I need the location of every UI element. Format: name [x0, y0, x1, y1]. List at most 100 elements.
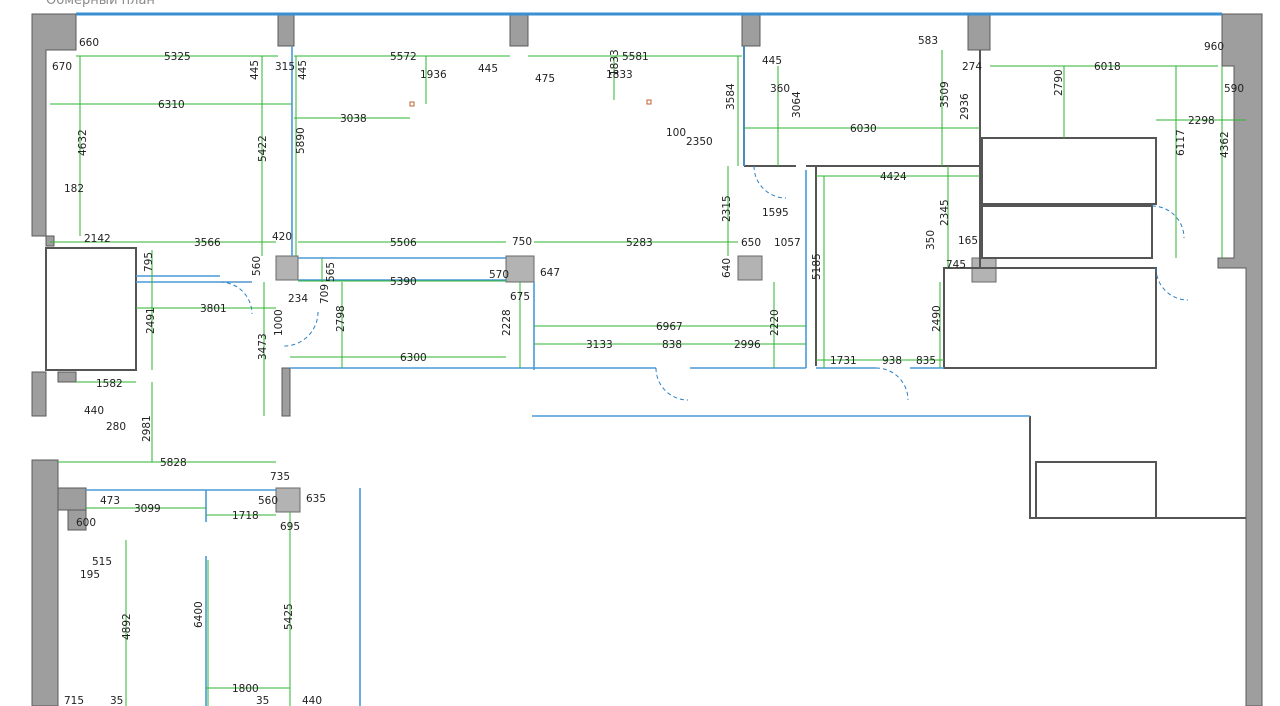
dimension-labels-horizontal: 660 670 5325 6310 5572 315 445 1936 475 …	[52, 35, 1244, 706]
dim-label-v: 2798	[335, 305, 347, 332]
door-6	[1151, 205, 1185, 239]
dim-label: 5828	[160, 457, 187, 469]
column-4	[971, 257, 997, 283]
dim-label: 165	[958, 235, 978, 247]
dim-label: 5325	[164, 51, 191, 63]
dim-label-v: 2220	[769, 309, 781, 336]
dimension-labels-vertical: 445 445 4632 5422 5890 1833 3584 3064 35…	[77, 49, 1231, 640]
wall-piece-top-3	[741, 13, 761, 47]
wall-stub-left-top	[45, 235, 55, 247]
dim-label: 445	[762, 55, 782, 67]
dim-label: 440	[84, 405, 104, 417]
marker-2	[646, 99, 652, 105]
dim-label-v: 5890	[295, 127, 307, 154]
column-2	[505, 255, 535, 283]
dim-label-v: 445	[249, 60, 261, 80]
dim-label: 274	[962, 61, 982, 73]
dim-label-v: 2790	[1053, 69, 1065, 96]
glazing	[76, 12, 1222, 706]
dim-label-v: 1000	[273, 309, 285, 336]
dim-label: 750	[512, 236, 532, 248]
dim-label-v: 4362	[1219, 131, 1231, 158]
dim-label: 938	[882, 355, 902, 367]
dim-label: 182	[64, 183, 84, 195]
dim-label-v: 709	[319, 284, 331, 304]
wall-stub-mid	[281, 367, 291, 417]
room-right-lower-small	[1035, 461, 1157, 519]
dim-label: 735	[270, 471, 290, 483]
column-1	[275, 255, 299, 281]
dim-label: 715	[64, 695, 84, 706]
dim-label: 5581	[622, 51, 649, 63]
dim-label: 234	[288, 293, 308, 305]
dim-label: 835	[916, 355, 936, 367]
dim-label: 3801	[200, 303, 227, 315]
dim-label: 1057	[774, 237, 801, 249]
wall-stub-bottom-left-2	[67, 509, 87, 531]
dimension-lines	[50, 50, 1246, 706]
dim-label: 1582	[96, 378, 123, 390]
dim-label: 195	[80, 569, 100, 581]
dim-label: 1833	[606, 69, 633, 81]
dim-label: 6018	[1094, 61, 1121, 73]
dim-label: 35	[256, 695, 269, 706]
dim-label: 445	[478, 63, 498, 75]
wall-left-upper	[31, 13, 77, 237]
dim-label-v: 2345	[939, 199, 951, 226]
dim-label-v: 565	[325, 262, 337, 282]
dim-label: 838	[662, 339, 682, 351]
dim-label: 5283	[626, 237, 653, 249]
dim-label-v: 795	[143, 252, 155, 272]
dim-label: 1731	[830, 355, 857, 367]
dim-label: 3099	[134, 503, 161, 515]
room-right-3	[943, 267, 1157, 369]
dim-label: 3566	[194, 237, 221, 249]
room-left-small	[45, 247, 137, 371]
doors	[219, 165, 1189, 401]
wall-piece-top-4	[967, 13, 991, 51]
dim-label-v: 1833	[609, 49, 621, 76]
dim-label: 280	[106, 421, 126, 433]
dim-label-v: 4632	[77, 129, 89, 156]
dim-label-v: 2981	[141, 415, 153, 442]
dim-label-v: 2490	[931, 305, 943, 332]
column-3	[737, 255, 763, 281]
door-5	[753, 165, 787, 199]
dim-label: 315	[275, 61, 295, 73]
dim-label: 650	[741, 237, 761, 249]
dim-label: 6967	[656, 321, 683, 333]
wall-right	[1217, 13, 1263, 706]
dim-label: 6300	[400, 352, 427, 364]
room-right-2	[981, 205, 1153, 259]
column-5	[275, 487, 301, 513]
dim-label: 4424	[880, 171, 907, 183]
dim-label: 440	[302, 695, 322, 706]
marker-1	[409, 101, 415, 107]
dim-label-v: 6117	[1175, 129, 1187, 156]
dim-label: 3133	[586, 339, 613, 351]
dim-label: 515	[92, 556, 112, 568]
dim-label-v: 5422	[257, 135, 269, 162]
dim-label: 1800	[232, 683, 259, 695]
dim-label-v: 560	[251, 256, 263, 276]
dim-label-v: 2315	[721, 195, 733, 222]
dim-label: 100	[666, 127, 686, 139]
columns	[275, 255, 997, 513]
dim-label: 420	[272, 231, 292, 243]
dim-label: 600	[76, 517, 96, 529]
dim-label-v: 2228	[501, 309, 513, 336]
dim-label: 35	[110, 695, 123, 706]
dim-label-v: 3064	[791, 91, 803, 118]
dim-label: 695	[280, 521, 300, 533]
wall-left-lower	[31, 459, 59, 706]
dim-label: 670	[52, 61, 72, 73]
dim-label: 583	[918, 35, 938, 47]
dim-label-v: 2936	[959, 93, 971, 120]
dim-label: 5506	[390, 237, 417, 249]
dim-label: 675	[510, 291, 530, 303]
dim-label: 473	[100, 495, 120, 507]
dim-label-v: 3584	[725, 83, 737, 110]
dim-label: 590	[1224, 83, 1244, 95]
door-4	[875, 367, 909, 401]
